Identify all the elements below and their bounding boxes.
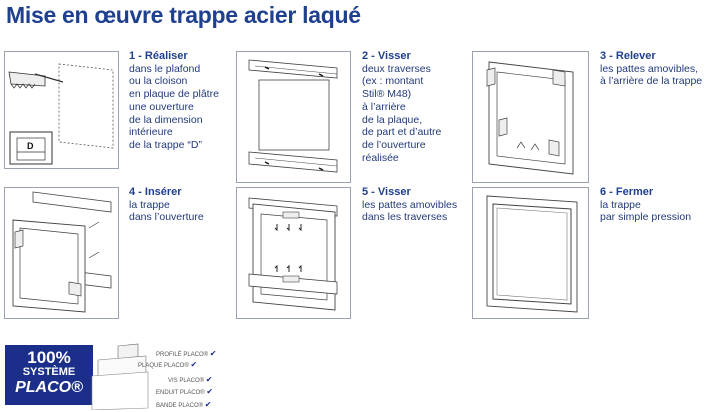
step-4-illustration — [4, 187, 119, 319]
badge-percent: 100% — [27, 348, 71, 367]
closed-hatch-drawing — [486, 195, 578, 313]
step-1-line: intérieure — [129, 126, 173, 139]
product-item: PLAQUE PLACO® ✔ — [138, 360, 197, 369]
step-4-text: 4 - Insérer la trappe dans l’ouverture — [129, 186, 204, 224]
step-3-illustration — [472, 51, 589, 183]
step-2-heading: 2 - Visser — [362, 50, 411, 62]
step-6-line: la trappe — [600, 198, 641, 211]
product-label: ENDUIT PLACO® — [156, 390, 205, 396]
product-item: ENDUIT PLACO® ✔ — [156, 387, 213, 396]
step-2-line: Stil® M48) — [362, 88, 412, 101]
step-1-line: dans le plafond — [129, 62, 201, 75]
product-label: PLAQUE PLACO® — [138, 363, 189, 369]
check-icon: ✔ — [190, 360, 198, 369]
placo-system-layers-drawing — [91, 343, 149, 410]
step-6-illustration — [472, 187, 589, 319]
step-4-heading: 4 - Insérer — [129, 186, 182, 198]
dimension-d-label: D — [27, 141, 34, 151]
step-2-line: réalisée — [362, 151, 399, 164]
product-item: BANDE PLACO® ✔ — [156, 400, 211, 409]
step-1-line: de la trappe “D” — [129, 138, 202, 151]
step-6-text: 6 - Fermer la trappe par simple pression — [600, 186, 691, 224]
step-5-text: 5 - Visser les pattes amovibles dans les… — [362, 186, 457, 224]
badge-placo: PLACO® — [15, 379, 83, 396]
step-5-heading: 5 - Visser — [362, 186, 411, 198]
step-3-heading: 3 - Relever — [600, 50, 656, 62]
check-icon: ✔ — [209, 349, 217, 358]
step-1-heading: 1 - Réaliser — [129, 50, 188, 62]
raise-tabs-drawing — [486, 61, 574, 175]
screw-tabs-drawing — [248, 197, 338, 311]
step-6-line: par simple pression — [600, 211, 692, 224]
systeme-placo-badge: 100% SYSTÈME PLACO® — [5, 345, 93, 405]
step-4-line: la trappe — [129, 198, 170, 211]
step-5-line: les pattes amovibles — [362, 198, 458, 211]
product-item: PROFILÉ PLACO® ✔ — [156, 349, 216, 358]
check-icon: ✔ — [204, 400, 212, 409]
step-3-text: 3 - Relever les pattes amovibles, à l’ar… — [600, 50, 702, 88]
step-1-line: une ouverture — [129, 100, 194, 113]
step-5-illustration — [236, 187, 351, 319]
page-title: Mise en œuvre trappe acier laqué — [6, 2, 361, 28]
check-icon: ✔ — [205, 375, 213, 384]
product-label: PROFILÉ PLACO® — [156, 352, 209, 358]
step-2-line: (ex : montant — [362, 75, 424, 88]
step-2-line: deux traverses — [362, 62, 431, 75]
step-3-line: les pattes amovibles, — [600, 62, 699, 75]
product-label: VIS PLACO® — [168, 378, 205, 384]
step-2-line: de part et d’autre — [362, 126, 442, 139]
step-6-heading: 6 - Fermer — [600, 186, 654, 198]
step-1-text: 1 - Réaliser dans le plafond ou la clois… — [129, 50, 219, 152]
product-item: VIS PLACO® ✔ — [168, 375, 212, 384]
crossbars-drawing — [248, 59, 338, 173]
step-1-line: de la dimension — [129, 113, 203, 126]
step-2-line: de la plaque, — [362, 113, 423, 126]
step-3-line: à l’arrière de la trappe — [600, 75, 703, 88]
check-icon: ✔ — [206, 387, 214, 396]
step-4-line: dans l’ouverture — [129, 211, 204, 224]
step-2-illustration — [236, 51, 351, 183]
step-5-line: dans les traverses — [362, 211, 448, 224]
step-1-line: ou la cloison — [129, 75, 188, 88]
step-2-text: 2 - Visser deux traverses (ex : montant … — [362, 50, 441, 164]
step-1-illustration: D — [4, 51, 119, 169]
insert-hatch-drawing — [12, 191, 112, 313]
saw-drilling-drawing — [8, 63, 114, 165]
badge-system: SYSTÈME — [22, 366, 76, 378]
step-1-line: en plaque de plâtre — [129, 88, 219, 101]
product-label: BANDE PLACO® — [156, 403, 204, 409]
step-2-line: de l’ouverture — [362, 138, 426, 151]
step-2-line: à l’arrière — [362, 100, 406, 113]
